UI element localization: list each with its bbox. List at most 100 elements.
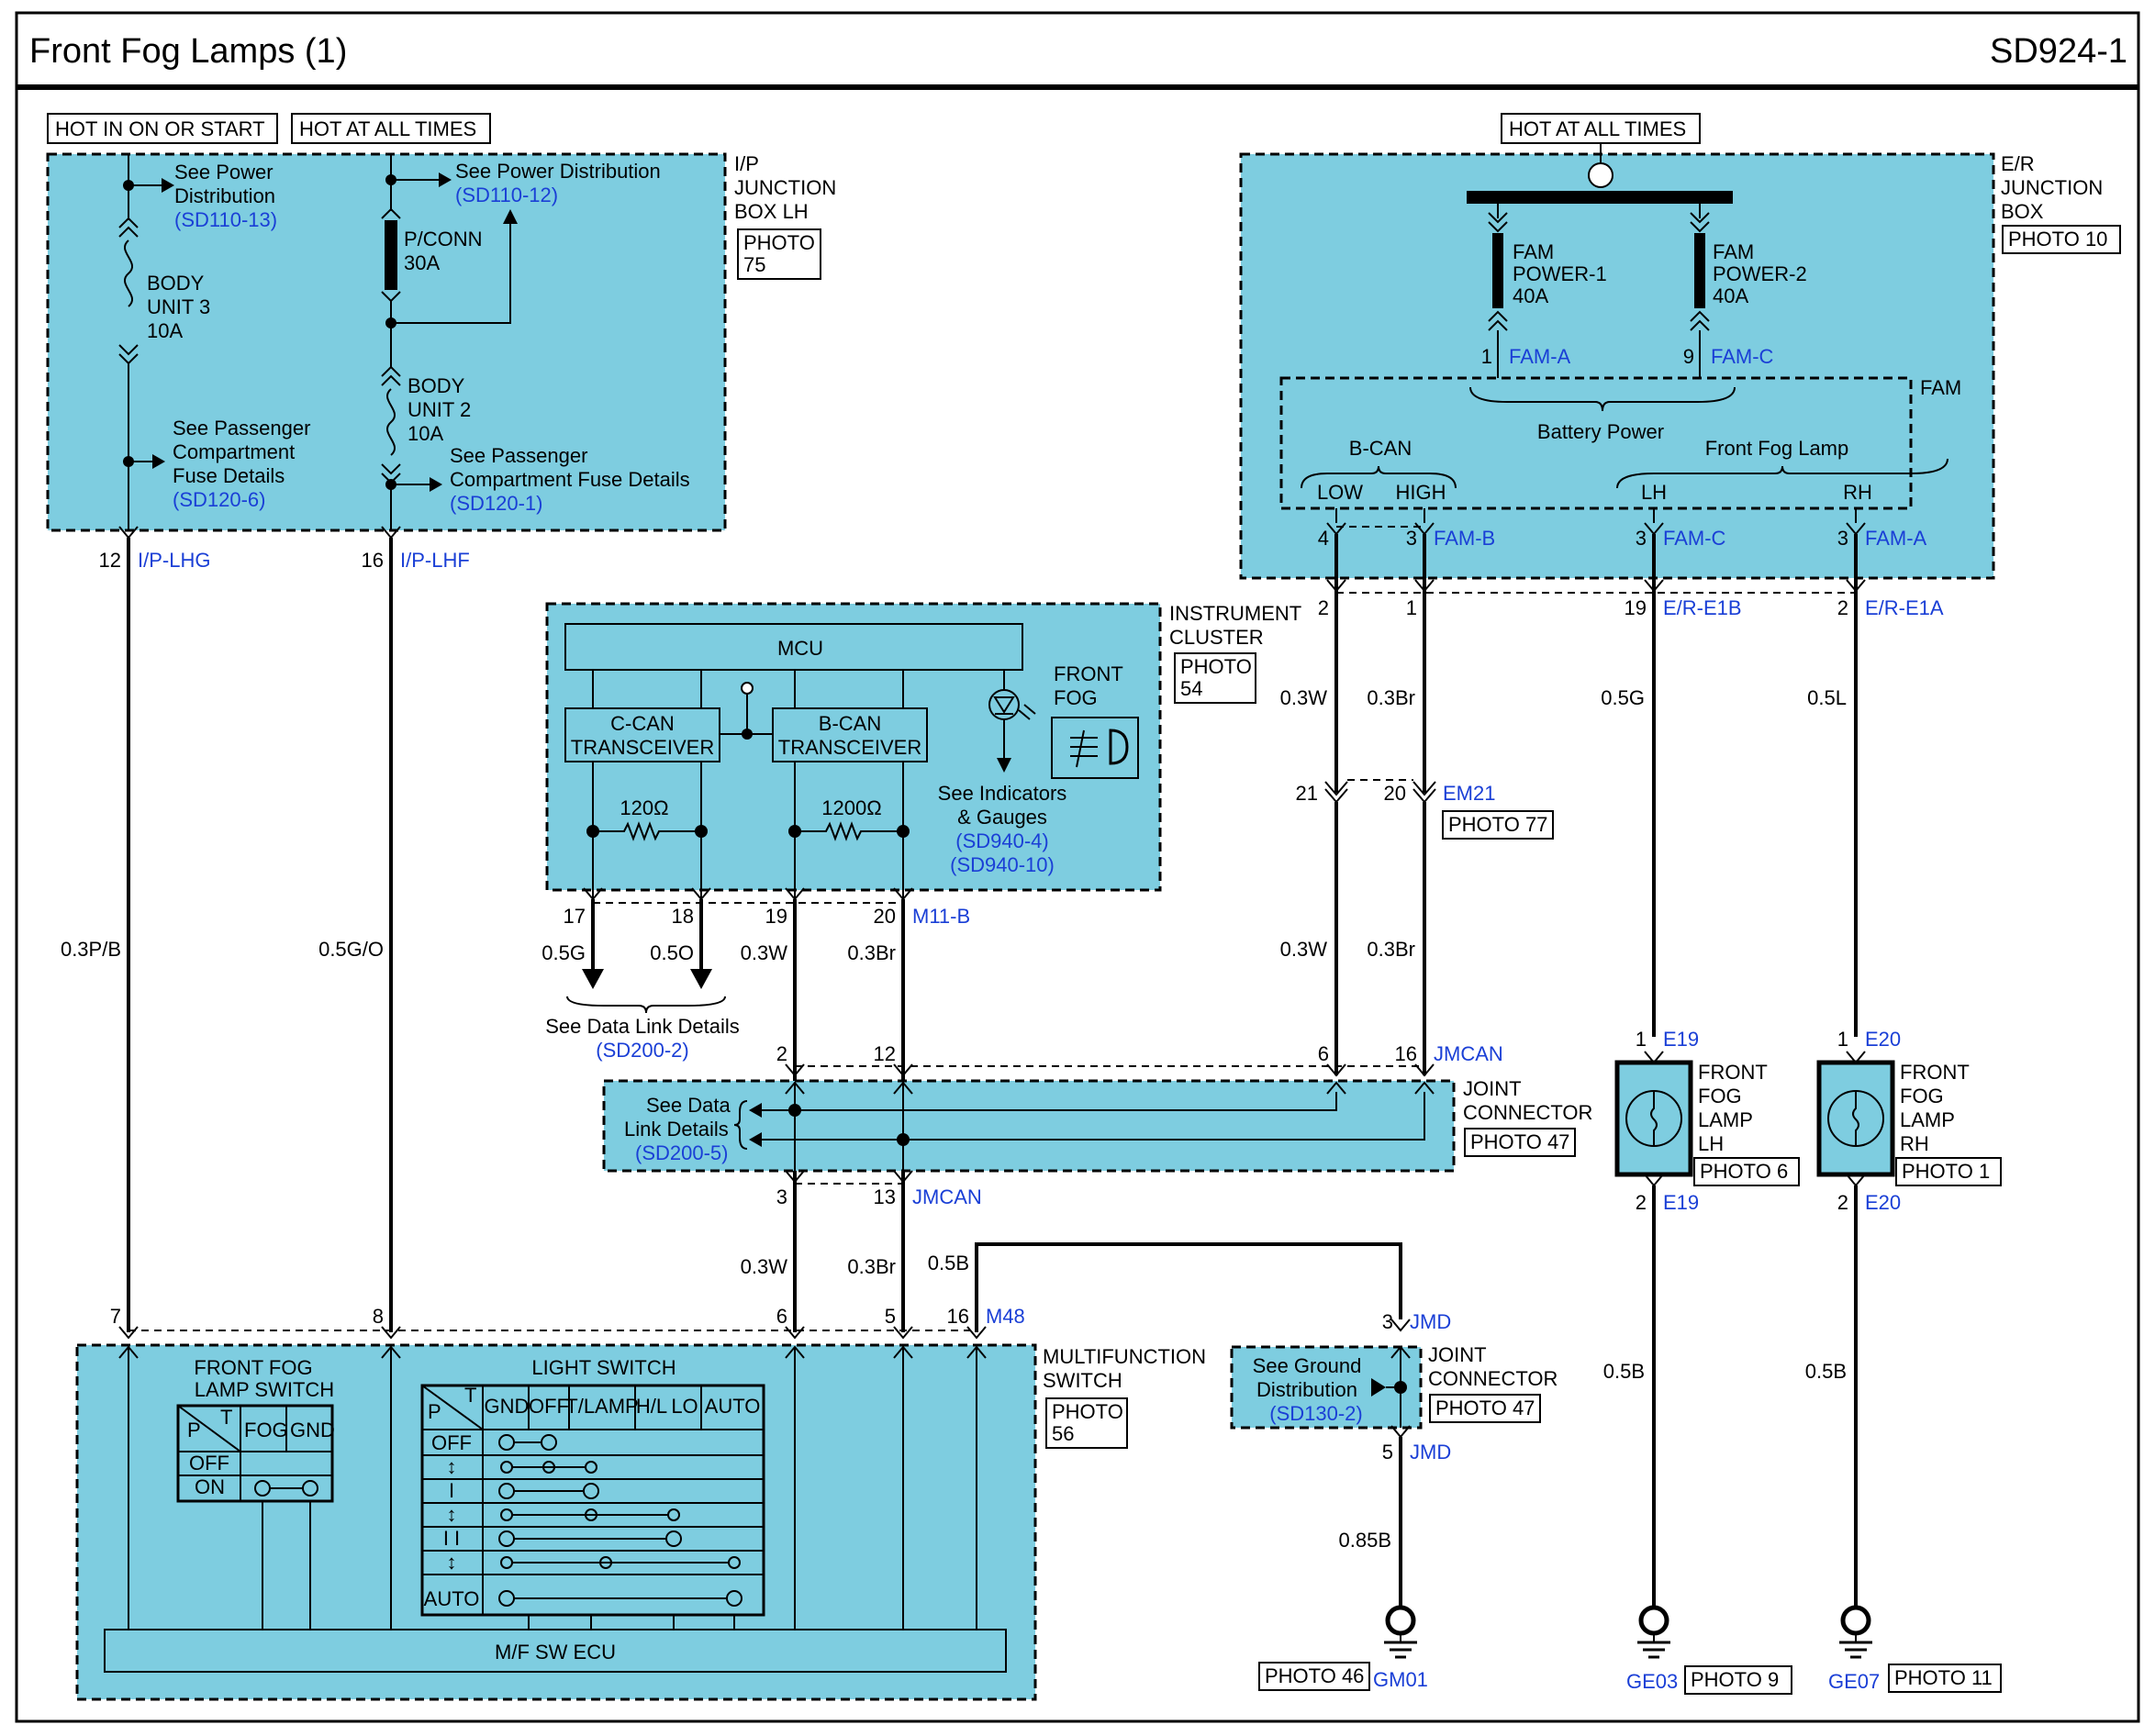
svg-text:LAMP: LAMP — [1698, 1108, 1753, 1131]
bcan-terminator: 1200Ω — [788, 762, 910, 899]
data-link-outputs: 0.5G 0.5O See Data Link Details (SD200-2… — [542, 899, 740, 1062]
er-junction-box — [1239, 152, 1995, 580]
svg-text:See Passenger: See Passenger — [173, 417, 310, 440]
svg-text:FAM-A: FAM-A — [1865, 527, 1927, 550]
hot-all-times-tag-right — [1501, 113, 1701, 144]
svg-text:See Indicators: See Indicators — [938, 782, 1067, 805]
fog-lamp-icon — [1109, 729, 1129, 765]
fam-label: FAM — [1920, 376, 1961, 399]
svg-text:(SD110-12): (SD110-12) — [455, 184, 558, 206]
svg-text:OFF: OFF — [189, 1452, 229, 1474]
svg-text:16: 16 — [947, 1305, 969, 1328]
svg-text:EM21: EM21 — [1443, 782, 1495, 805]
svg-text:JUNCTION: JUNCTION — [734, 176, 836, 199]
svg-text:JMD: JMD — [1410, 1310, 1451, 1333]
svg-text:FOG: FOG — [1054, 686, 1098, 709]
svg-text:3: 3 — [1382, 1310, 1393, 1333]
svg-text:PHOTO: PHOTO — [1180, 655, 1252, 678]
svg-text:13: 13 — [874, 1185, 896, 1208]
svg-text:E/R-E1A: E/R-E1A — [1865, 596, 1944, 619]
jmd-label: JOINT CONNECTOR PHOTO 47 — [1428, 1343, 1558, 1423]
jmcan-internal — [733, 1083, 1425, 1171]
body-unit-2-label: BODY UNIT 2 10A — [408, 374, 471, 445]
wire-lhf-label: 0.5G/O — [318, 938, 384, 961]
light-switch-table: LIGHT SWITCH P T GND OFF T/LAMP H/L LO A… — [420, 1356, 765, 1630]
svg-text:JOINT: JOINT — [1463, 1077, 1522, 1100]
wire-er1a-label: 0.3Br — [1367, 686, 1415, 709]
svg-text:BOX LH: BOX LH — [734, 200, 809, 223]
svg-text:1: 1 — [1481, 345, 1492, 368]
instrument-cluster-box — [545, 602, 1162, 892]
ground-ge03-icon: GE03 PHOTO 9 — [1626, 1605, 1792, 1695]
wire-er2a-label: 0.3W — [1280, 686, 1328, 709]
jmcan-bottom-pins: 3 13 JMCAN — [776, 1170, 982, 1208]
front-fog-lamp-lh: 1 E19 2 E19 FRONT FOG LAMP LH PHOTO 6 — [1614, 1028, 1800, 1214]
svg-text:FRONT FOG: FRONT FOG — [194, 1356, 312, 1379]
hot-all-times-tag-left — [291, 113, 491, 144]
bcan-label-1: B-CAN — [819, 712, 881, 735]
multifunction-switch-box — [75, 1343, 1037, 1701]
hot-on-start-tag — [47, 113, 278, 144]
pconn-fuse — [381, 154, 518, 367]
jmd-internal: See Ground Distribution (SD130-2) 5 JMD — [1253, 1345, 1451, 1463]
svg-text:E19: E19 — [1663, 1191, 1699, 1214]
svg-text:PHOTO 46: PHOTO 46 — [1265, 1664, 1364, 1687]
svg-text:I: I — [449, 1479, 454, 1502]
jmd-connector: 3 JMD — [1382, 1310, 1451, 1333]
svg-text:Compartment Fuse Details: Compartment Fuse Details — [450, 468, 690, 491]
svg-text:I/P-LHF: I/P-LHF — [400, 549, 470, 572]
svg-text:FRONT: FRONT — [1900, 1061, 1970, 1084]
svg-text:See Passenger: See Passenger — [450, 444, 587, 467]
svg-text:FOG: FOG — [1900, 1085, 1944, 1107]
svg-text:PHOTO 47: PHOTO 47 — [1470, 1130, 1569, 1153]
svg-text:3: 3 — [776, 1185, 787, 1208]
wire-j13-label: 0.3Br — [847, 1255, 896, 1278]
fam-module — [1279, 376, 1913, 510]
svg-text:AUTO: AUTO — [424, 1587, 480, 1610]
svg-text:T: T — [464, 1384, 476, 1407]
svg-text:UNIT 2: UNIT 2 — [408, 398, 471, 421]
svg-text:(SD110-13): (SD110-13) — [174, 208, 277, 231]
svg-text:JMCAN: JMCAN — [912, 1185, 982, 1208]
svg-text:40A: 40A — [1513, 284, 1548, 307]
svg-text:BODY: BODY — [147, 272, 205, 295]
svg-text:18: 18 — [672, 905, 694, 928]
svg-text:POWER-1: POWER-1 — [1513, 262, 1607, 285]
svg-text:Front Fog Lamp: Front Fog Lamp — [1705, 437, 1849, 460]
svg-text:P: P — [187, 1419, 201, 1441]
svg-text:2: 2 — [1837, 1191, 1848, 1214]
svg-text:Distribution: Distribution — [174, 184, 275, 207]
ip-junction-box-label: I/P JUNCTION BOX LH PHOTO 75 — [734, 152, 836, 280]
svg-text:10A: 10A — [147, 319, 183, 342]
svg-text:(SD200-5): (SD200-5) — [635, 1141, 728, 1164]
wire-19-label: 0.3W — [741, 941, 788, 964]
svg-text:FAM-A: FAM-A — [1509, 345, 1571, 368]
svg-text:(SD120-6): (SD120-6) — [173, 488, 265, 511]
body-unit-3-fuse — [118, 154, 174, 530]
svg-text:↕: ↕ — [447, 1551, 457, 1574]
svg-text:Distribution: Distribution — [1256, 1378, 1357, 1401]
wire-j3-label: 0.3W — [741, 1255, 788, 1278]
fam-power-2-fuse: FAM POWER-2 40A 9 FAM-C — [1683, 212, 1807, 378]
svg-text:P: P — [428, 1400, 441, 1423]
svg-text:17: 17 — [564, 905, 586, 928]
svg-text:LIGHT SWITCH: LIGHT SWITCH — [531, 1356, 676, 1379]
svg-text:GM01: GM01 — [1373, 1668, 1428, 1691]
svg-text:2: 2 — [1636, 1191, 1647, 1214]
svg-text:ON: ON — [195, 1475, 225, 1498]
svg-text:Fuse Details: Fuse Details — [173, 464, 285, 487]
page-title: Front Fog Lamps (1) — [29, 32, 347, 71]
svg-text:75: 75 — [743, 253, 765, 276]
page-code: SD924-1 — [1990, 32, 2127, 71]
svg-text:(SD940-10): (SD940-10) — [950, 853, 1055, 876]
svg-text:P/CONN: P/CONN — [404, 228, 483, 250]
svg-text:M11-B: M11-B — [912, 905, 970, 928]
see-indicators-gauges: See Indicators & Gauges (SD940-4) (SD940… — [938, 782, 1067, 876]
svg-text:BODY: BODY — [408, 374, 465, 397]
svg-text:1: 1 — [1837, 1028, 1848, 1051]
er-connector-e1: 2 1 19 E/R-E1B 2 E/R-E1A — [1318, 579, 1944, 619]
er-junction-box-label: E/R JUNCTION BOX PHOTO 10 — [2001, 152, 2121, 254]
svg-text:12: 12 — [99, 549, 121, 572]
ground-gm01-icon: PHOTO 46 GM01 — [1258, 1605, 1428, 1691]
svg-text:FAM-C: FAM-C — [1663, 527, 1726, 550]
